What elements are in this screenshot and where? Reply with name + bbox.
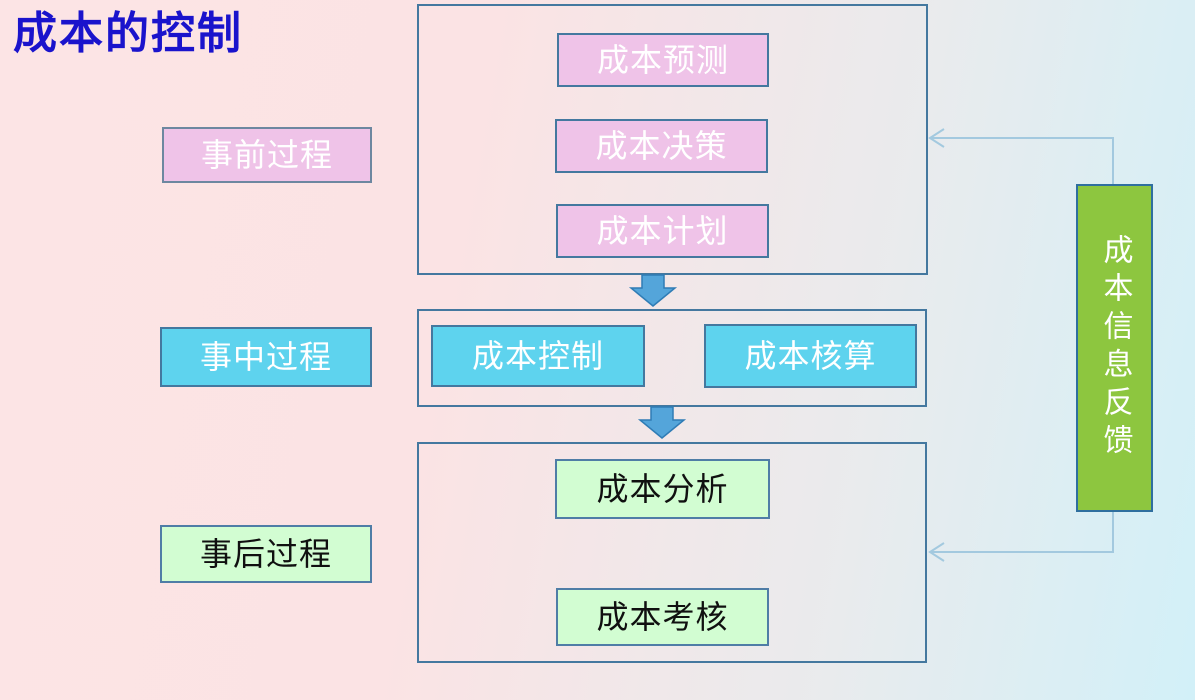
node-cost-plan: 成本计划 bbox=[556, 204, 769, 258]
node-cost-accounting: 成本核算 bbox=[704, 324, 917, 388]
label-post-process: 事后过程 bbox=[160, 525, 372, 583]
down-block-arrow-icon bbox=[637, 406, 687, 439]
node-cost-analysis: 成本分析 bbox=[555, 459, 770, 519]
left-arrowhead-icon bbox=[928, 128, 945, 148]
node-cost-forecast: 成本预测 bbox=[557, 33, 769, 87]
down-block-arrow-icon bbox=[628, 274, 678, 307]
label-mid-process: 事中过程 bbox=[160, 327, 372, 387]
pre-process-container bbox=[417, 4, 928, 275]
feedback-connector-bottom bbox=[931, 512, 1114, 553]
feedback-box: 成本信息反馈 bbox=[1076, 184, 1153, 512]
label-pre-process: 事前过程 bbox=[162, 127, 372, 183]
page-title: 成本的控制 bbox=[13, 9, 243, 58]
node-cost-decision: 成本决策 bbox=[555, 119, 768, 173]
node-cost-assessment: 成本考核 bbox=[556, 588, 769, 646]
mid-process-container bbox=[417, 309, 927, 407]
post-process-container bbox=[417, 442, 927, 663]
node-cost-control: 成本控制 bbox=[431, 325, 645, 387]
left-arrowhead-icon bbox=[928, 542, 945, 562]
feedback-connector-top bbox=[931, 137, 1114, 184]
